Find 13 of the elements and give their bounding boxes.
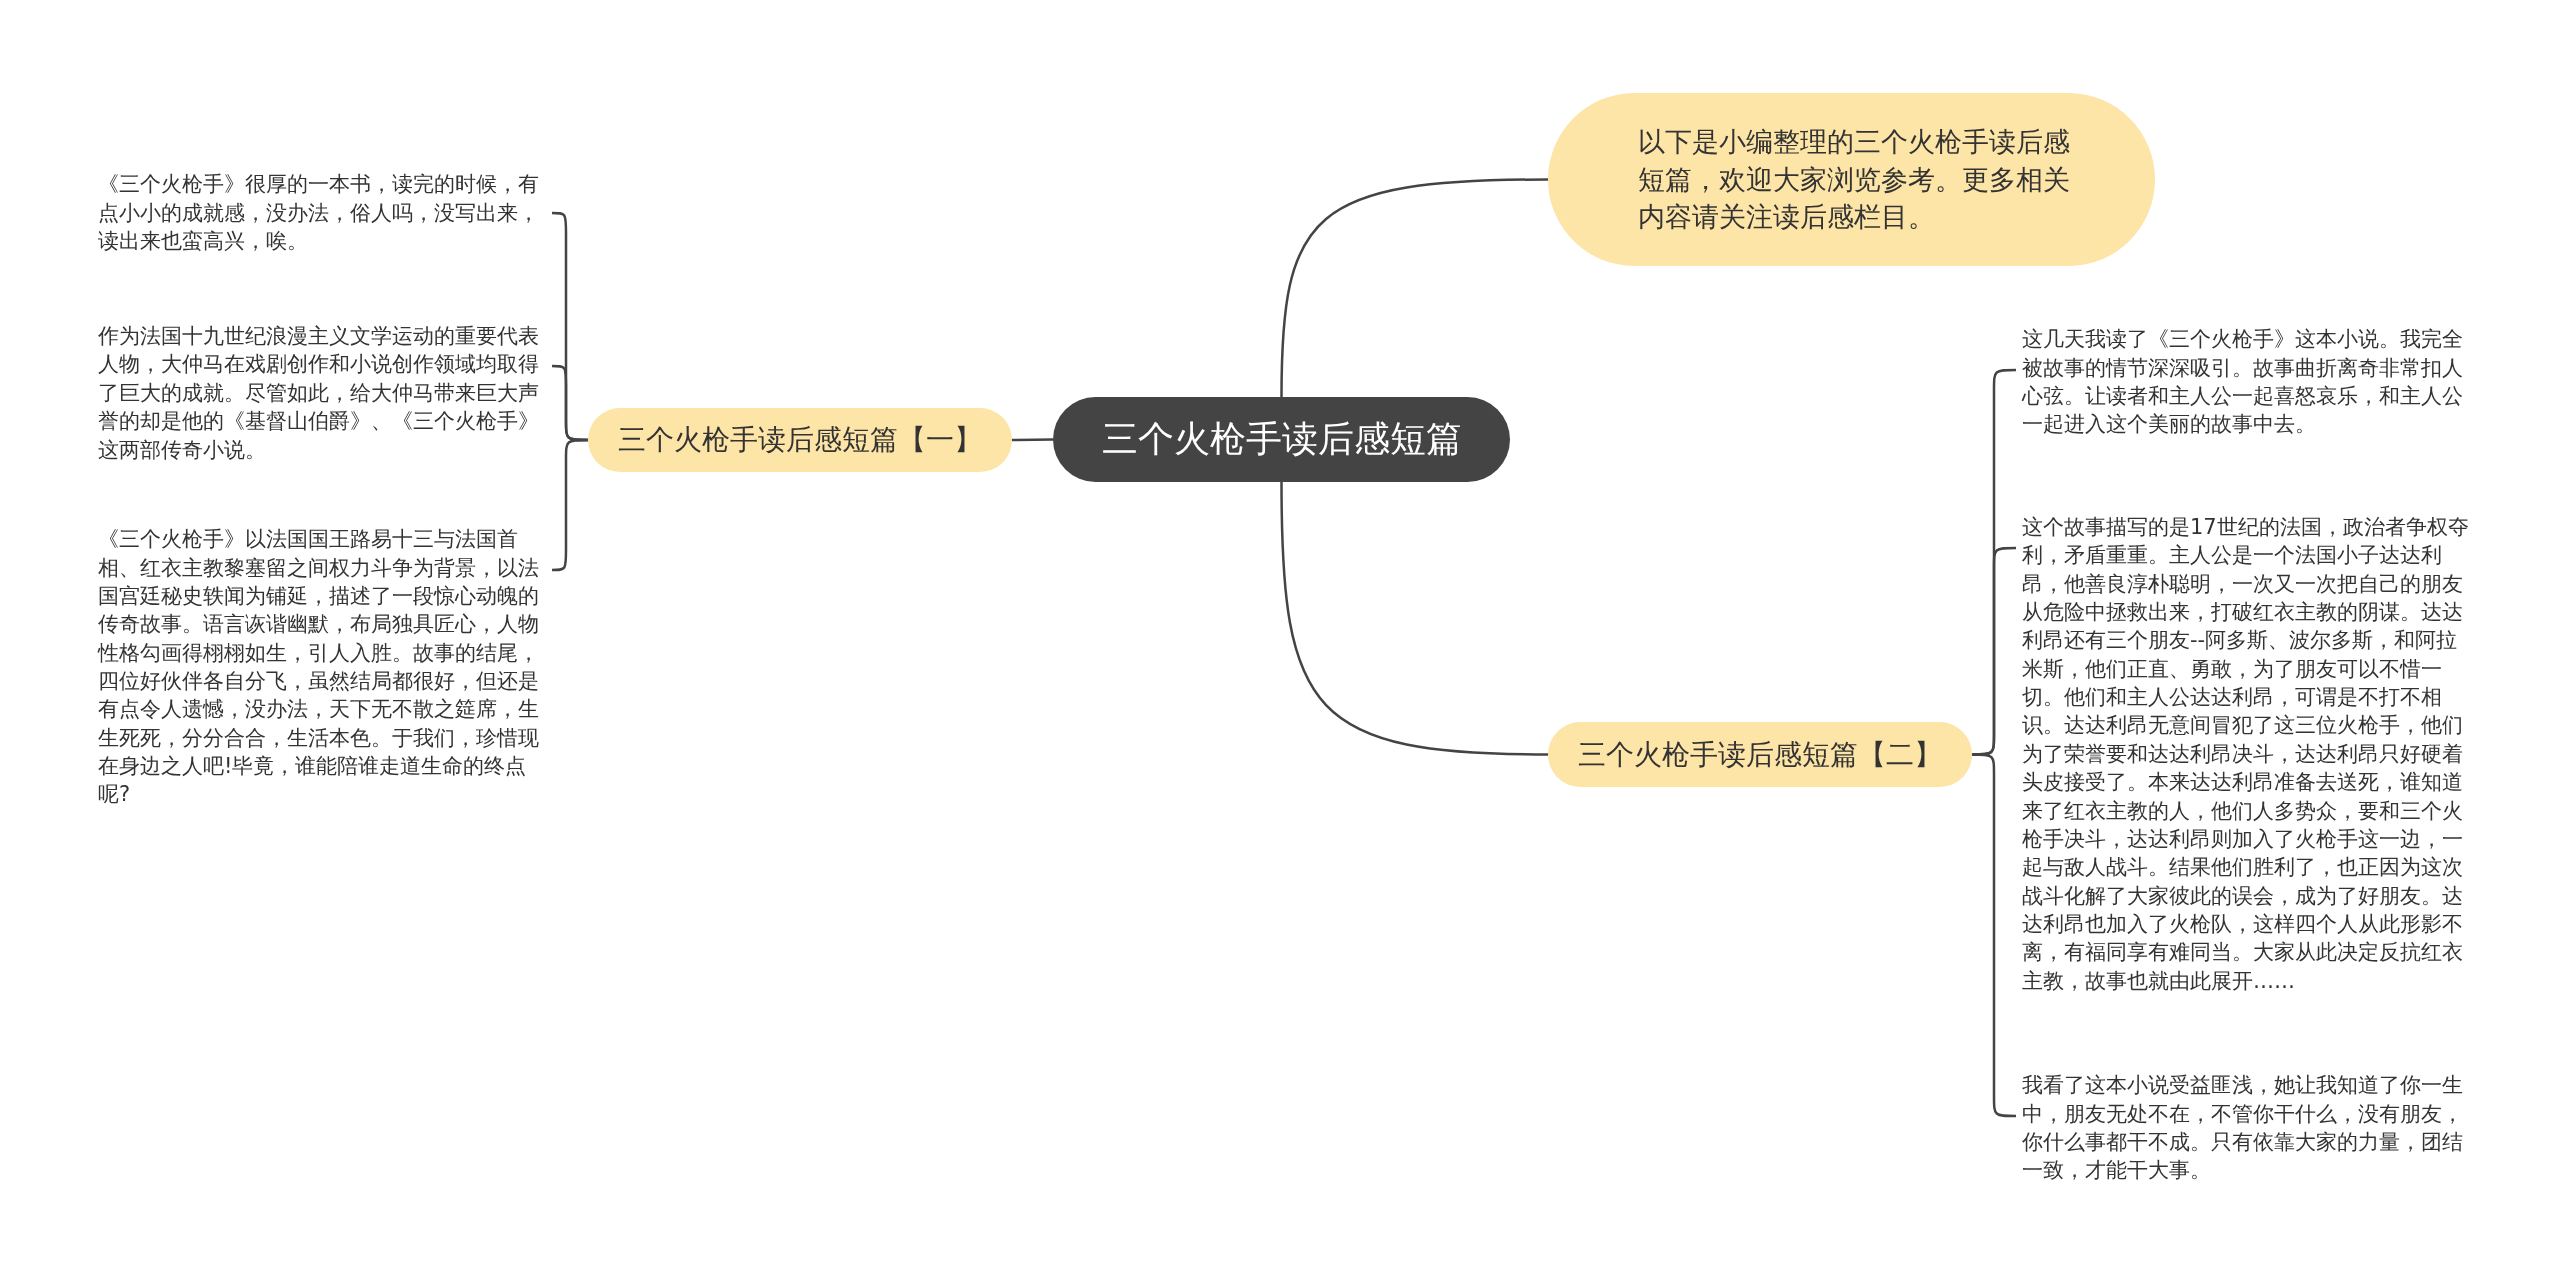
- connector-line: [1012, 438, 1053, 442]
- branch-text: 三个火枪手读后感短篇【二】: [1578, 736, 1942, 773]
- paragraph-text: 《三个火枪手》以法国国王路易十三与法国首相、红衣主教黎塞留之间权力斗争为背景，以法国宫廷秘史轶闻为铺延，描述了一段惊心动魄的传奇故事。语言诙谐幽默，布局独具匠心，人物性格勾画得栩栩如生，引人入胜。故事的结尾，四位好伙伴各自分飞，虽然结局都很好，但还是有点令人遗憾，没办法，天下无不散之筵席，生生死死，分分合合，生活本色。于我们，珍惜现在身边之人吧!毕竟，谁能陪谁走道生命的终点呢?: [98, 522, 546, 812]
- topic-text: 三个火枪手读后感短篇: [1101, 417, 1462, 462]
- note-text: 以下是小编整理的三个火枪手读后感短篇，欢迎大家浏览参考。更多相关内容请关注读后感栏目。: [1638, 124, 2071, 235]
- paragraph-text: 我看了这本小说受益匪浅，她让我知道了你一生中，朋友无处不在，不管你干什么，没有朋友，你什么事都干不成。只有依靠大家的力量，团结一致，才能干大事。: [2022, 1068, 2470, 1188]
- paragraph-text: 这几天我读了《三个火枪手》这本小说。我完全被故事的情节深深吸引。故事曲折离奇非常扣人心弦。让读者和主人公一起喜怒哀乐，和主人公一起进入这个美丽的故事中去。: [2022, 322, 2470, 442]
- paragraph-text: 这个故事描写的是17世纪的法国，政治者争权夺利，矛盾重重。主人公是一个法国小子达达利昂，他善良淳朴聪明，一次又一次把自己的朋友从危险中拯救出来，打破红衣主教的阴谋。达达利昂还有三个朋友--阿多斯、波尔多斯，和阿拉米斯，他们正直、勇敢，为了朋友可以不惜一切。他们和主人公达达利昂，可谓是不打不相识。达达利昂无意间冒犯了这三位火枪手，他们为了荣誉要和达达利昂决斗，达达利昂只好硬着头皮接受了。本来达达利昂准备去送死，谁知道来了红衣主教的人，他们人多势众，要和三个火枪手决斗，达达利昂则加入了火枪手这一边，一起与敌人战斗。结果他们胜利了，也正因为这次战斗化解了大家彼此的误会，成为了好朋友。达达利昂也加入了火枪队，这样四个人从此形影不离，有福同享有难同当。大家从此决定反抗红衣主教，故事也就由此展开……: [2022, 500, 2470, 1008]
- paragraph-text: 作为法国十九世纪浪漫主义文学运动的重要代表人物，大仲马在戏剧创作和小说创作领域均取得了巨大的成就。尽管如此，给大仲马带来巨大声誉的却是他的《基督山伯爵》、《三个火枪手》这两部传奇小说。: [98, 318, 546, 468]
- paragraph-text: 《三个火枪手》很厚的一本书，读完的时候，有点小小的成就感，没办法，俗人吗，没写出来，读出来也蛮高兴，唉。: [98, 165, 546, 261]
- branch-text: 三个火枪手读后感短篇【一】: [618, 422, 982, 459]
- connector-line: [1280, 178, 1548, 397]
- connector-line: [1280, 482, 1549, 756]
